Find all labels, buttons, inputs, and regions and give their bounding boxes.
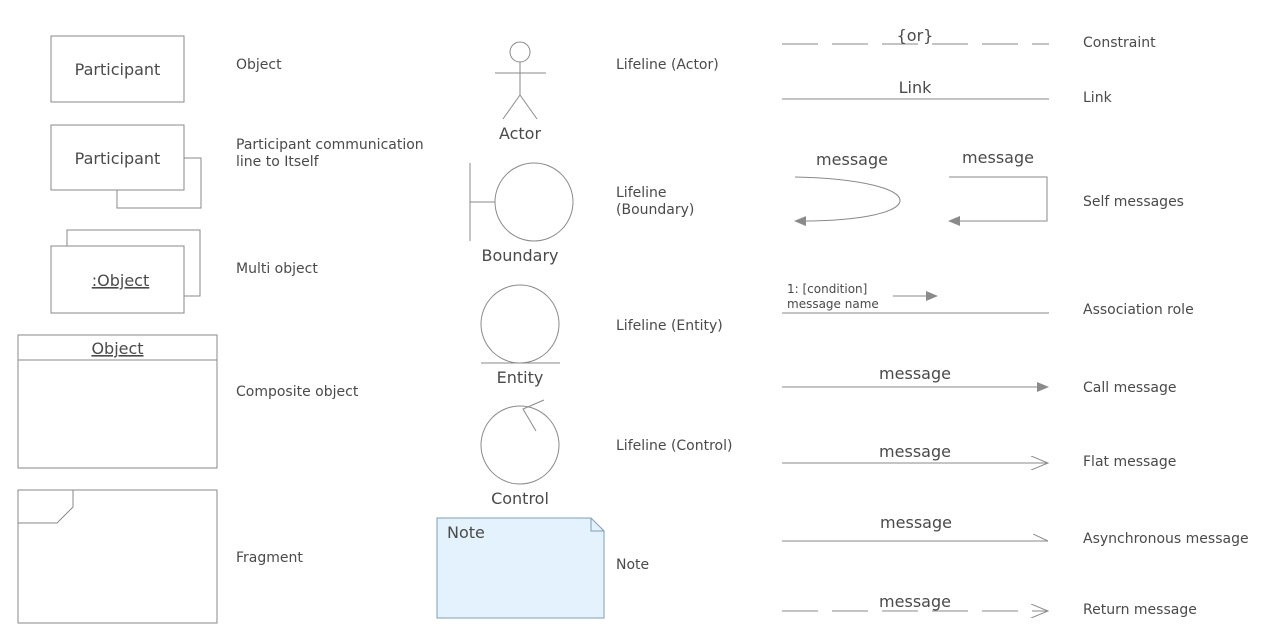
- return-message-text: message: [879, 592, 951, 611]
- label-return-message: Return message: [1083, 602, 1197, 618]
- async-message-shape[interactable]: message: [782, 513, 1048, 542]
- label-lifeline-actor: Lifeline (Actor): [616, 57, 719, 73]
- label-lifeline-control: Lifeline (Control): [616, 438, 732, 454]
- self-message-square-text: message: [962, 148, 1034, 167]
- self-message-curved-text: message: [816, 150, 888, 169]
- fragment-shape[interactable]: [17, 489, 218, 624]
- control-text: Control: [491, 489, 549, 508]
- constraint-text: {or}: [897, 26, 934, 45]
- label-constraint: Constraint: [1083, 35, 1156, 51]
- association-role-shape[interactable]: 1: [condition] message name: [782, 282, 1049, 314]
- actor-text: Actor: [499, 124, 542, 143]
- label-composite-object: Composite object: [236, 384, 359, 400]
- association-role-message-name: message name: [787, 297, 879, 311]
- multi-object-text: :Object: [92, 271, 150, 290]
- participant-shape[interactable]: Participant: [50, 35, 185, 103]
- label-note: Note: [616, 557, 649, 573]
- return-message-shape[interactable]: message: [782, 592, 1048, 611]
- label-multi-object: Multi object: [236, 261, 318, 277]
- label-line-to-itself: line to Itself: [236, 154, 320, 170]
- association-role-condition: 1: [condition]: [787, 282, 867, 296]
- label-flat-message: Flat message: [1083, 454, 1176, 470]
- link-text: Link: [899, 78, 933, 97]
- note-text: Note: [447, 523, 485, 542]
- label-asynchronous-message: Asynchronous message: [1083, 531, 1249, 547]
- participant-self-shape[interactable]: Participant: [50, 124, 202, 209]
- participant-self-text: Participant: [75, 149, 161, 168]
- label-object: Object: [236, 57, 282, 73]
- label-boundary-paren: (Boundary): [616, 202, 694, 218]
- boundary-shape[interactable]: Boundary: [469, 162, 574, 265]
- actor-shape[interactable]: Actor: [495, 41, 546, 143]
- call-message-text: message: [879, 364, 951, 383]
- label-lifeline-entity: Lifeline (Entity): [616, 318, 723, 334]
- participant-text: Participant: [75, 60, 161, 79]
- label-lifeline-boundary: Lifeline: [616, 185, 667, 201]
- flat-message-text: message: [879, 442, 951, 461]
- constraint-shape[interactable]: {or}: [782, 26, 1049, 45]
- boundary-text: Boundary: [481, 246, 558, 265]
- note-shape[interactable]: Note: [436, 517, 605, 619]
- composite-object-text: Object: [91, 339, 143, 358]
- entity-text: Entity: [497, 368, 544, 387]
- label-participant-communication: Participant communication: [236, 137, 424, 153]
- entity-shape[interactable]: Entity: [480, 284, 560, 387]
- self-message-square-shape[interactable]: message: [948, 148, 1048, 226]
- label-self-messages: Self messages: [1083, 194, 1184, 210]
- link-shape[interactable]: Link: [782, 78, 1049, 100]
- control-shape[interactable]: Control: [480, 399, 560, 508]
- self-message-curved-shape[interactable]: message: [794, 150, 901, 227]
- multi-object-shape[interactable]: :Object: [50, 229, 201, 314]
- label-link: Link: [1083, 90, 1113, 106]
- async-message-text: message: [880, 513, 952, 532]
- flat-message-shape[interactable]: message: [782, 442, 1048, 463]
- label-call-message: Call message: [1083, 380, 1177, 396]
- call-message-shape[interactable]: message: [782, 364, 1049, 392]
- label-association-role: Association role: [1083, 302, 1194, 318]
- composite-object-shape[interactable]: Object: [17, 334, 218, 469]
- label-fragment: Fragment: [236, 550, 303, 566]
